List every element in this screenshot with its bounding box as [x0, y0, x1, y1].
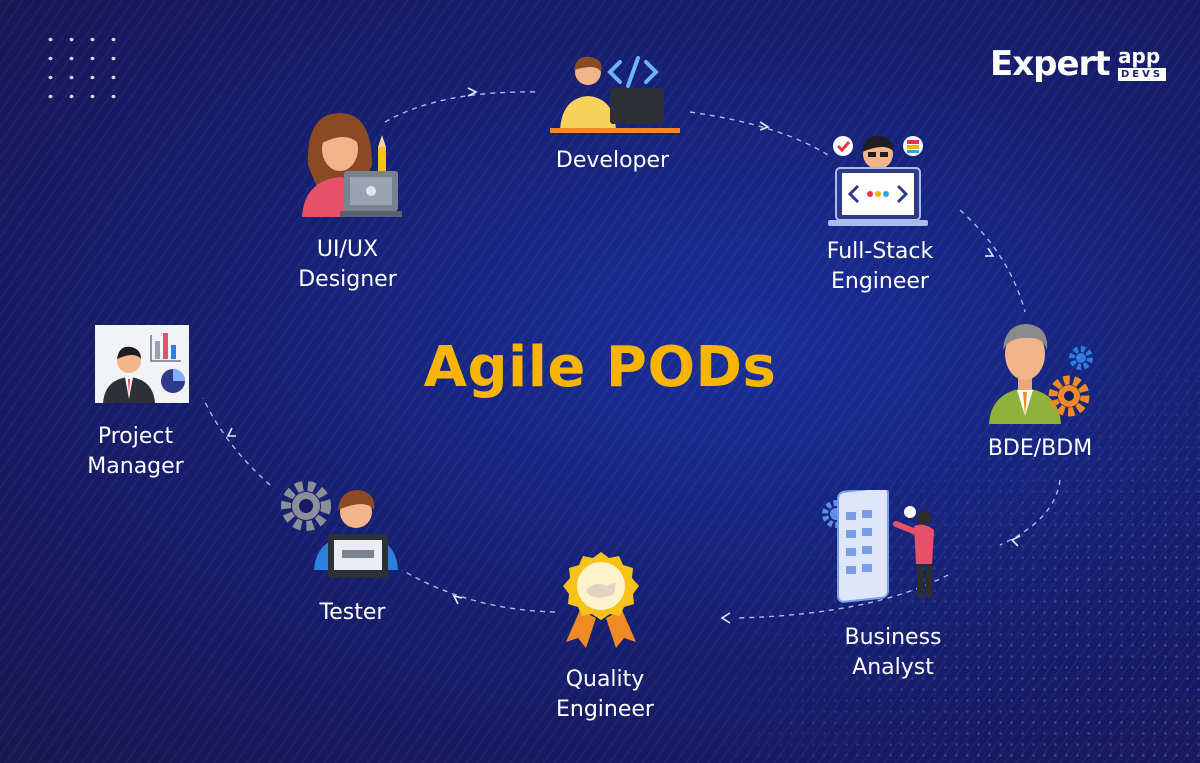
business-analyst-icon [822, 490, 934, 603]
logo-main-text: Expert [990, 44, 1111, 84]
project-manager-icon [95, 325, 189, 403]
diagram-title: Agile PODs [423, 335, 777, 400]
corner-dot-grid [40, 30, 120, 110]
role-label-project-manager: Project Manager [87, 424, 184, 479]
role-label-uiux-designer: UI/UX Designer [298, 237, 397, 292]
logo-app-text: app [1118, 44, 1161, 68]
arrow-bde-to-analyst [999, 479, 1061, 546]
arrow-fullstack-to-bde [959, 209, 1026, 313]
bde-bdm-icon [989, 324, 1093, 424]
quality-engineer-badge-icon [563, 552, 639, 648]
role-label-tester: Tester [319, 600, 386, 625]
tester-icon [281, 481, 398, 578]
arrow-tester-to-manager [202, 397, 271, 486]
role-label-developer: Developer [555, 148, 670, 173]
uiux-designer-icon [302, 113, 402, 217]
arrow-uiux-to-developer [384, 91, 541, 123]
logo-devs-text: DEVS [1118, 68, 1167, 81]
arrow-developer-to-fullstack [689, 111, 829, 156]
role-label-bde-bdm: BDE/BDM [987, 436, 1093, 461]
full-stack-engineer-icon [828, 135, 928, 226]
background-dot-pattern [720, 343, 1200, 763]
developer-icon [550, 56, 680, 133]
role-label-quality-engineer: Quality Engineer [556, 667, 654, 722]
role-label-full-stack-engineer: Full-Stack Engineer [826, 239, 934, 294]
role-label-business-analyst: Business Analyst [844, 625, 942, 680]
arrow-quality-to-tester [401, 569, 556, 613]
